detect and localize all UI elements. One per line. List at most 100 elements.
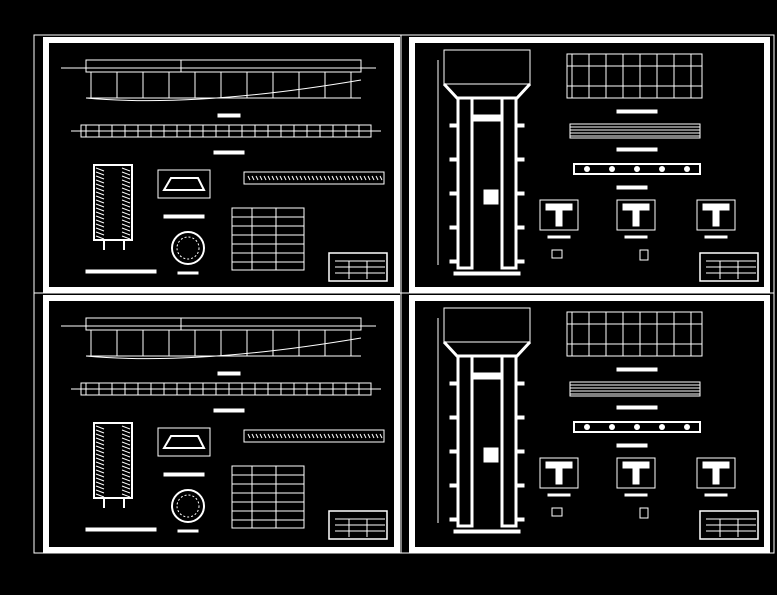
beam-bolt bbox=[659, 424, 665, 430]
cross-section-frame bbox=[539, 199, 579, 231]
notes-glyph bbox=[307, 175, 311, 181]
hatch-line bbox=[95, 235, 105, 240]
notes-glyph bbox=[363, 433, 367, 439]
notes-glyph bbox=[355, 175, 359, 181]
cap-beam-frame bbox=[157, 427, 211, 457]
pier-column-right bbox=[500, 354, 518, 528]
cap-beam-section bbox=[162, 435, 206, 449]
cross-section-web bbox=[712, 467, 720, 485]
notes-glyph bbox=[259, 433, 263, 439]
elevation-label-bar bbox=[217, 113, 241, 118]
cross-section-web bbox=[555, 467, 563, 485]
elevation-deck-right bbox=[180, 317, 362, 331]
hatch-line bbox=[95, 433, 105, 438]
pier-column-left bbox=[456, 354, 474, 528]
hatch-line bbox=[121, 207, 131, 212]
beam-bolt bbox=[609, 166, 615, 172]
cross-section-web bbox=[712, 209, 720, 227]
notes-glyph bbox=[319, 433, 323, 439]
pier-column-right bbox=[500, 96, 518, 270]
cross-section-label-bar bbox=[547, 493, 571, 497]
hatch-line bbox=[121, 493, 131, 498]
notes-glyph bbox=[299, 175, 303, 181]
hatch-line bbox=[121, 203, 131, 208]
cross-section-web bbox=[555, 209, 563, 227]
hatch-line bbox=[95, 493, 105, 498]
hatch-line bbox=[95, 465, 105, 470]
notes-glyph bbox=[311, 433, 315, 439]
hatch-line bbox=[95, 449, 105, 454]
sheet-bottom-right[interactable] bbox=[409, 295, 770, 553]
hatch-line bbox=[95, 167, 105, 172]
pier-level-mark bbox=[517, 483, 525, 488]
beam-label-bar bbox=[616, 443, 648, 448]
notes-glyph bbox=[355, 433, 359, 439]
notes-glyph bbox=[323, 175, 327, 181]
notes-glyph bbox=[363, 175, 367, 181]
hatch-line bbox=[95, 207, 105, 212]
notes-glyph bbox=[371, 433, 375, 439]
hatch-line bbox=[95, 223, 105, 228]
hatch-line bbox=[121, 179, 131, 184]
notes-glyph bbox=[279, 433, 283, 439]
notes-glyph bbox=[359, 175, 363, 181]
pier-level-mark bbox=[517, 157, 525, 162]
hatch-line bbox=[95, 453, 105, 458]
notes-glyph bbox=[315, 175, 319, 181]
cross-section-label-bar bbox=[624, 493, 648, 497]
pier-tie-beam bbox=[471, 372, 503, 380]
hatch-line bbox=[95, 469, 105, 474]
hatch-line bbox=[121, 461, 131, 466]
pier-level-mark bbox=[449, 381, 457, 386]
pier-section-outline bbox=[93, 164, 133, 241]
pier-cap bbox=[442, 82, 532, 100]
notes-glyph bbox=[379, 433, 383, 439]
hatch-line bbox=[95, 231, 105, 236]
notes-glyph bbox=[323, 433, 327, 439]
sheet-top-left[interactable] bbox=[43, 37, 400, 293]
cross-section-flange bbox=[702, 461, 730, 469]
hatch-line bbox=[95, 199, 105, 204]
hatch-line bbox=[95, 461, 105, 466]
sheet-top-right[interactable] bbox=[409, 37, 770, 293]
beam-strip bbox=[573, 421, 701, 433]
notes-glyph bbox=[275, 433, 279, 439]
pile-section-circle bbox=[171, 489, 205, 523]
notes-glyph bbox=[343, 175, 347, 181]
pier-level-mark bbox=[449, 517, 457, 522]
pier-level-mark bbox=[517, 381, 525, 386]
cross-section-flange bbox=[545, 203, 573, 211]
beam-bolt bbox=[584, 424, 590, 430]
hatch-line bbox=[95, 489, 105, 494]
hatch-line bbox=[121, 187, 131, 192]
drawing-sheets bbox=[43, 37, 770, 553]
notes-glyph bbox=[367, 433, 371, 439]
rebar-strip bbox=[569, 123, 701, 139]
hatch-line bbox=[95, 191, 105, 196]
title-block bbox=[328, 510, 388, 540]
pier-level-mark bbox=[449, 415, 457, 420]
cross-section-frame bbox=[539, 457, 579, 489]
cap-beam-section bbox=[162, 177, 206, 191]
notes-glyph bbox=[287, 433, 291, 439]
beam-bolt bbox=[684, 424, 690, 430]
notes-glyph bbox=[351, 175, 355, 181]
notes-glyph bbox=[291, 175, 295, 181]
notes-glyph bbox=[303, 433, 307, 439]
girder-elevation bbox=[566, 53, 703, 99]
pier-label-bar bbox=[85, 269, 157, 274]
sheet-bottom-left[interactable] bbox=[43, 295, 400, 553]
beam-strip bbox=[573, 163, 701, 175]
title-block bbox=[699, 510, 759, 540]
cross-section-label-bar bbox=[704, 493, 728, 497]
hatch-line bbox=[95, 425, 105, 430]
notes-glyph bbox=[303, 175, 307, 181]
pier-level-mark bbox=[449, 225, 457, 230]
hatch-line bbox=[121, 477, 131, 482]
pier-section-hatch bbox=[95, 425, 131, 498]
notes-glyph bbox=[307, 433, 311, 439]
pier-level-mark bbox=[517, 517, 525, 522]
hatch-line bbox=[121, 175, 131, 180]
hatch-line bbox=[121, 481, 131, 486]
